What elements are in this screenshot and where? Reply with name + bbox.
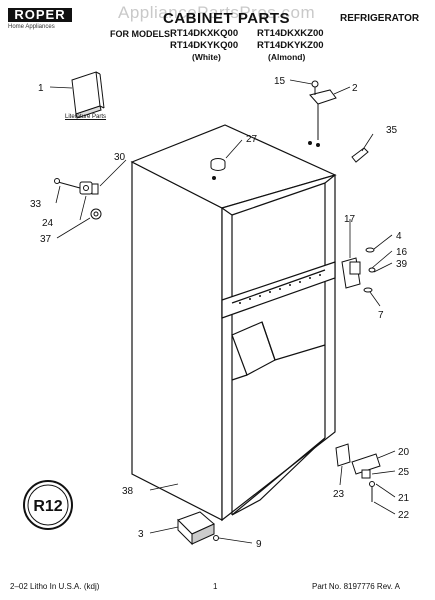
page-number: 1 (213, 582, 218, 591)
callout-37: 37 (40, 234, 52, 245)
callout-1: 1 (38, 83, 44, 94)
page-title: CABINET PARTS (163, 10, 291, 27)
cabinet-shell (130, 124, 337, 522)
models-label: FOR MODELS: (110, 29, 173, 39)
brand-logo: ROPER (8, 8, 72, 22)
brand-subtitle: Home Appliances (8, 24, 55, 30)
callout-4: 4 (396, 231, 402, 242)
r12-badge: R12 (23, 480, 73, 530)
callout-30: 30 (114, 152, 126, 163)
callout-21: 21 (398, 493, 410, 504)
literature-booklet (71, 71, 105, 119)
callout-33: 33 (30, 199, 42, 210)
model-number: RT14DKYKZ00 (257, 40, 324, 51)
part-bracket (335, 443, 351, 467)
color-almond-label: (Almond) (268, 52, 306, 62)
leveling-leg (177, 511, 219, 546)
appliance-category: REFRIGERATOR (340, 13, 420, 24)
center-hinge (341, 247, 376, 293)
callout-38: 38 (122, 486, 134, 497)
callout-27: 27 (246, 134, 258, 145)
callout-numbers: 1 2 3 4 7 9 15 16 17 20 21 22 23 24 25 2… (30, 76, 410, 550)
watermark: AppliancePartsPros.com (118, 3, 316, 22)
callout-35: 35 (386, 125, 398, 136)
callout-20: 20 (398, 447, 410, 458)
callout-22: 22 (398, 510, 410, 521)
part-clip (351, 147, 369, 163)
badge-text: R12 (33, 498, 62, 515)
bottom-hinge (351, 453, 381, 502)
part-grommet (210, 158, 226, 171)
callout-24: 24 (42, 218, 54, 229)
model-number: RT14DKYKQ00 (170, 40, 239, 51)
part-number: Part No. 8197776 Rev. A (312, 582, 400, 591)
callout-9: 9 (256, 539, 262, 550)
callout-25: 25 (398, 467, 410, 478)
footer-litho: 2–02 Litho In U.S.A. (kdj) (10, 582, 100, 591)
callout-17: 17 (344, 214, 356, 225)
callout-16: 16 (396, 247, 408, 258)
callout-39: 39 (396, 259, 408, 270)
color-white-label: (White) (192, 52, 221, 62)
callout-2: 2 (352, 83, 358, 94)
callout-15: 15 (274, 76, 286, 87)
callout-7: 7 (378, 310, 384, 321)
callout-3: 3 (138, 529, 144, 540)
callout-23: 23 (333, 489, 345, 500)
literature-parts-label: Literature Parts (65, 114, 107, 120)
top-hinge (309, 80, 337, 140)
door-stop-parts (54, 178, 102, 220)
model-number: RT14DKXKQ00 (170, 28, 239, 39)
leader-lines (49, 79, 396, 544)
model-number: RT14DKXKZ00 (257, 28, 324, 39)
